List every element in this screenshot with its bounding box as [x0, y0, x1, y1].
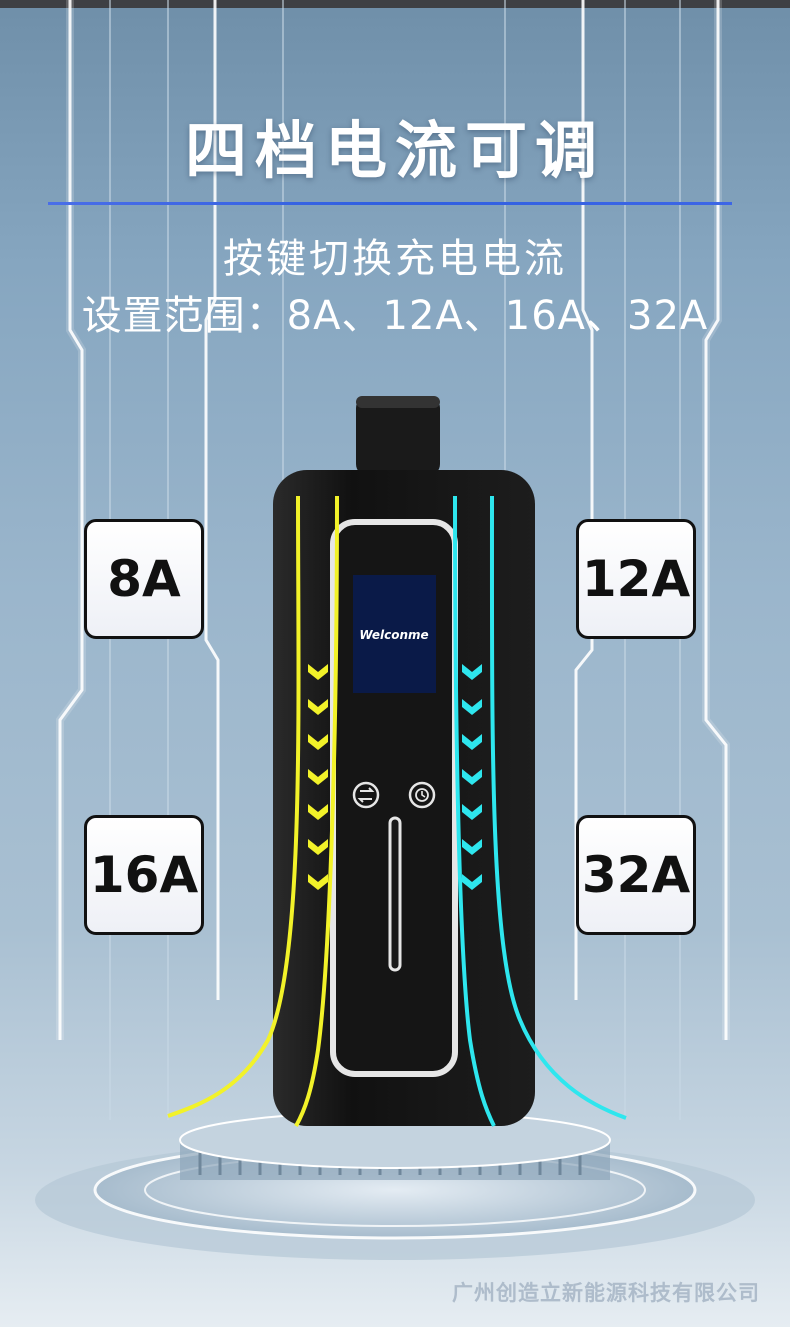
- description-line-2: 设置范围：8A、12A、16A、32A: [81, 293, 709, 339]
- current-badge-32a: 32A: [576, 815, 696, 935]
- title-divider: [48, 202, 732, 205]
- screen-welcome-text: Welconme: [359, 628, 428, 642]
- description-line-1: 按键切换充电电流: [223, 236, 567, 282]
- page-title: 四档电流可调: [184, 114, 605, 187]
- current-badge-12a: 12A: [576, 519, 696, 639]
- company-name: 广州创造立新能源科技有限公司: [452, 1281, 760, 1305]
- current-badge-16a: 16A: [84, 815, 204, 935]
- charger-device: [273, 396, 535, 1126]
- current-badge-8a: 8A: [84, 519, 204, 639]
- top-bar: [0, 0, 790, 8]
